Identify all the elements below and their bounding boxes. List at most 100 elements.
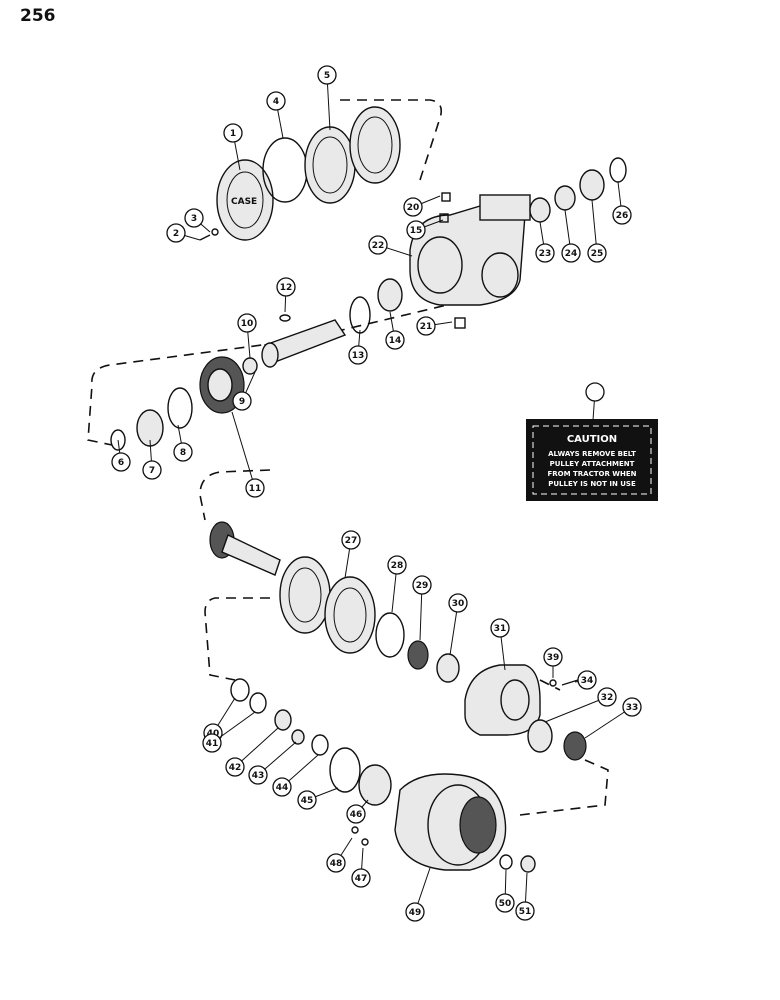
callout-label: 8 (180, 448, 186, 458)
decal-line-1: ALWAYS REMOVE BELT (548, 450, 636, 458)
callout-label: 25 (591, 249, 604, 259)
callout-label: 27 (345, 536, 358, 546)
callout-label: 14 (389, 336, 402, 346)
callout-label: 42 (229, 763, 242, 773)
callout-51: 51 (515, 872, 535, 921)
callout-label: 21 (420, 322, 433, 332)
callout-24: 24 (561, 209, 581, 263)
part-1-cover: CASE (216, 159, 274, 241)
callout-circle (111, 452, 131, 472)
callout-leader (231, 411, 256, 489)
callout-circle (585, 382, 605, 402)
callout-44: 44 (272, 754, 319, 797)
callout-14: 14 (385, 311, 405, 350)
callout-11: 11 (231, 411, 265, 498)
callout-circle (326, 853, 346, 873)
callout-label: 39 (547, 653, 560, 663)
callout-circle (266, 91, 286, 111)
part-31-cup-2 (527, 719, 553, 753)
callout-6: 6 (111, 439, 131, 472)
callout-label: 49 (409, 908, 422, 918)
part-4-oring (262, 137, 308, 203)
callout-41: 41 (202, 711, 256, 753)
callout-circle (237, 313, 257, 333)
part-29-cone (407, 640, 429, 670)
callout-label: 24 (565, 249, 578, 259)
callout-50: 50 (495, 869, 515, 913)
part-2-3-screw-washer (199, 228, 219, 241)
callout-label: 28 (391, 561, 404, 571)
part-12-key (279, 314, 291, 322)
part-46-47-screw (351, 826, 369, 846)
callout-label: 4 (273, 97, 279, 107)
decal-title: CAUTION (567, 434, 617, 445)
callout-circle (561, 243, 581, 263)
callout-3: 3 (184, 208, 211, 233)
callout-label: 51 (519, 907, 532, 917)
callout-label: 6 (118, 458, 124, 468)
callout-label: 50 (499, 899, 512, 909)
callout-27: 27 (341, 530, 361, 579)
callout-label: 11 (249, 484, 262, 494)
part-33-34-screw-washer (549, 679, 579, 687)
part-51-caution-decal: CAUTION ALWAYS REMOVE BELT PULLEY ATTACH… (526, 419, 658, 501)
part-10-bearing (242, 357, 258, 375)
callout-circle (406, 220, 426, 240)
part-23-26-bearings (529, 157, 627, 223)
callout-circle (577, 670, 597, 690)
callout-12: 12 (276, 277, 296, 313)
callout-label: 12 (280, 283, 293, 293)
callout-label: 7 (149, 466, 155, 476)
callout-28: 28 (387, 555, 407, 613)
part-31-cup (436, 653, 460, 683)
callout-29: 29 (412, 575, 432, 641)
callout-label: 1 (230, 129, 236, 139)
callout-label: 3 (191, 214, 197, 224)
callout-circle (223, 123, 243, 143)
callout-23: 23 (535, 221, 555, 263)
callout-leader (234, 727, 279, 768)
callout-34: 34 (574, 670, 597, 690)
callout-label: 32 (601, 693, 614, 703)
part-6-ring (110, 429, 126, 451)
callout-circle (535, 243, 555, 263)
callout-circle (412, 575, 432, 595)
part-28-oring (375, 612, 405, 658)
callout-circle (587, 243, 607, 263)
callout-label: 20 (407, 203, 420, 213)
callout-31: 31 (490, 618, 510, 671)
callout-label: 10 (241, 319, 254, 329)
callout-4: 4 (266, 91, 286, 139)
part-39-45-washers (230, 678, 392, 806)
callout-circle (346, 804, 366, 824)
callout-circle (403, 197, 423, 217)
callout-label: 34 (581, 676, 594, 686)
callout-circle (405, 902, 425, 922)
callout-25: 25 (587, 199, 607, 263)
part-14-bearing (377, 278, 403, 312)
callout-circle (142, 460, 162, 480)
callout-label: 13 (352, 351, 365, 361)
callout-label: 23 (539, 249, 552, 259)
callout-8: 8 (173, 424, 193, 462)
callout-48: 48 (326, 837, 353, 873)
callout-22: 22 (368, 235, 413, 257)
callout-circle (166, 223, 186, 243)
callout-26: 26 (612, 181, 632, 225)
callout-1: 1 (223, 123, 243, 171)
callout-47: 47 (351, 847, 371, 888)
callout-20: 20 (403, 195, 441, 217)
callout-7: 7 (142, 439, 162, 480)
callout-2: 2 (166, 223, 201, 243)
callout-30: 30 (448, 593, 468, 656)
assembly-dashed-lines (87, 99, 609, 816)
callout-label: 9 (239, 397, 245, 407)
callout-circle (495, 893, 515, 913)
callout-label: 26 (616, 211, 629, 221)
callout-label: 22 (372, 241, 385, 251)
callout-43: 43 (248, 741, 297, 785)
callout-leader (544, 696, 608, 723)
callout-label: 29 (416, 581, 429, 591)
callout-39: 39 (543, 647, 563, 678)
